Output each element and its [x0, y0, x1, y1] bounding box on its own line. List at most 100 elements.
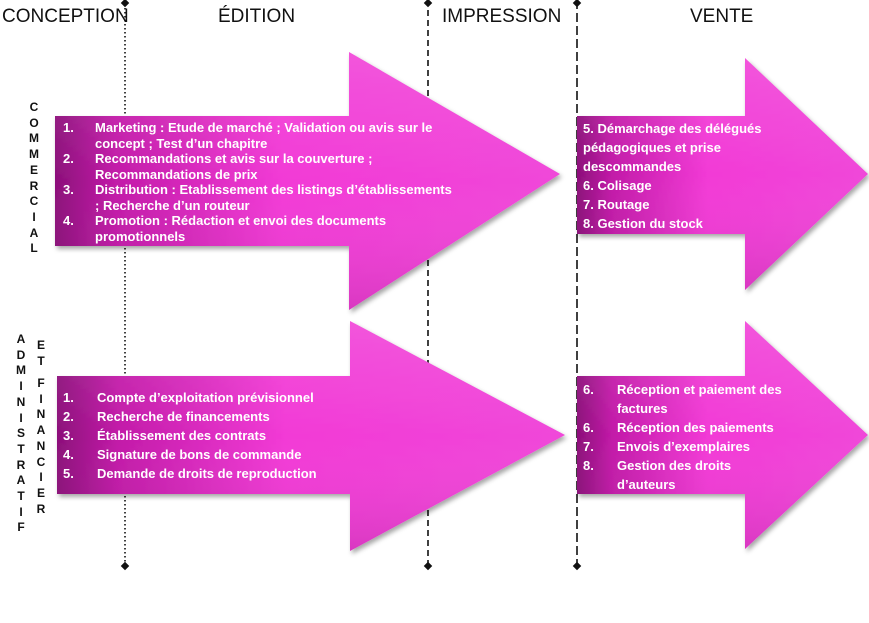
list-item: 4. Promotion : Rédaction et envoi des doc… [63, 213, 458, 244]
list-item-number: 1. [63, 120, 74, 135]
row-label-letter: I [32, 209, 36, 224]
row-label-letter: R [16, 457, 26, 472]
row-label-letter: I [19, 410, 23, 425]
separator-top-diamond [423, 0, 433, 8]
list-item-number: 2. [63, 409, 74, 424]
row-label-commercial: C O M M E R C I A L [27, 100, 41, 257]
row-label-letter: I [19, 379, 23, 394]
admin-vente-list: 6. Réception et paiement des factures 6. R… [583, 380, 783, 494]
row-label-letter: C [29, 194, 39, 209]
list-item-number: 3. [63, 182, 74, 197]
row-label-et: E T [34, 338, 48, 369]
row-label-letter: T [17, 441, 25, 456]
separator-top-diamond [120, 0, 130, 8]
row-label-letter: R [36, 501, 46, 516]
row-label-letter: E [29, 162, 38, 177]
list-item-text: Marketing : Etude de marché ; Validation… [95, 120, 433, 151]
row-label-letter: N [16, 394, 26, 409]
row-label-letter: A [16, 473, 26, 488]
list-item-text: Gestion des droits d’auteurs [617, 458, 732, 492]
list-item-text: Distribution : Etablissement des listing… [95, 182, 452, 213]
row-label-letter: D [16, 347, 26, 362]
list-item-number: 6. [583, 382, 594, 397]
list-item-number: 5. [63, 466, 74, 481]
row-label-letter: T [17, 489, 25, 504]
phase-header-impression: IMPRESSION [442, 6, 562, 27]
row-label-letter: I [19, 504, 23, 519]
list-item-number: 4. [63, 447, 74, 462]
list-item: 6. Réception des paiements [583, 418, 783, 437]
list-item-text: Recommandations et avis sur la couvertur… [95, 151, 373, 182]
row-label-letter: C [29, 100, 39, 114]
separator-top-diamond [572, 0, 582, 8]
admin-edition-list: 1. Compte d’exploitation prévisionnel 2. R… [63, 388, 393, 483]
row-label-letter: M [29, 131, 39, 146]
list-item: 7. Envois d’exemplaires [583, 437, 783, 456]
list-item-text: Réception des paiements [617, 420, 774, 435]
separator-bottom-diamond [423, 561, 433, 571]
arrow-commercial-vente [577, 58, 868, 290]
list-item: 8. Gestion du stock [583, 216, 703, 231]
row-label-letter: M [16, 363, 26, 378]
list-item-number: 1. [63, 390, 74, 405]
row-label-letter: I [39, 391, 43, 406]
list-item-text: Promotion : Rédaction et envoi des docum… [95, 213, 387, 244]
row-label-letter: A [36, 423, 46, 438]
row-label-letter: N [36, 407, 46, 422]
list-item-number: 6. [583, 420, 594, 435]
list-item: 7. Routage [583, 197, 650, 212]
list-item-text: Établissement des contrats [97, 428, 267, 443]
list-item: 8. Gestion des droits d’auteurs [583, 456, 783, 494]
row-label-letter: N [36, 438, 46, 453]
list-item: 2. Recherche de financements [63, 407, 393, 426]
row-label-letter: F [17, 520, 25, 535]
list-item: 6. Réception et paiement des factures [583, 380, 783, 418]
arrow-admin-vente [577, 321, 868, 549]
list-item: 1. Marketing : Etude de marché ; Validati… [63, 120, 458, 151]
row-label-letter: M [29, 147, 39, 162]
row-label-administratif: A D M I N I S T R A T I F [14, 332, 28, 536]
row-label-letter: E [36, 485, 45, 500]
list-item-number: 7. [583, 439, 594, 454]
list-item: 4. Signature de bons de commande [63, 445, 393, 464]
list-item-text: Réception et paiement des factures [617, 382, 782, 416]
row-label-letter: E [36, 338, 45, 352]
list-item-number: 4. [63, 213, 74, 228]
row-label-letter: C [36, 454, 46, 469]
list-item: 3. Distribution : Etablissement des listi… [63, 182, 458, 213]
list-item: 6. Colisage [583, 178, 652, 193]
row-label-letter: F [37, 376, 45, 390]
list-item-text: Envois d’exemplaires [617, 439, 750, 454]
row-label-letter: S [16, 426, 25, 441]
row-label-letter: R [29, 178, 39, 193]
separator-bottom-diamond [120, 561, 130, 571]
row-label-letter: L [30, 241, 38, 256]
arrow-commercial-edition [55, 52, 560, 310]
list-item-text: Recherche de financements [97, 409, 270, 424]
list-item: 5. Demande de droits de reproduction [63, 464, 393, 483]
list-item: 1. Compte d’exploitation prévisionnel [63, 388, 393, 407]
list-item-text: Compte d’exploitation prévisionnel [97, 390, 314, 405]
list-item-text: Signature de bons de commande [97, 447, 302, 462]
commercial-edition-list: 1. Marketing : Etude de marché ; Validati… [63, 120, 458, 244]
arrow-admin-edition [57, 321, 565, 551]
list-item: 2. Recommandations et avis sur la couvert… [63, 151, 458, 182]
row-label-letter: A [29, 225, 39, 240]
commercial-vente-list: 5. Démarchage des délégués pédagogiques … [583, 119, 778, 233]
phase-header-edition: ÉDITION [218, 6, 296, 27]
list-item-number: 3. [63, 428, 74, 443]
list-item-number: 8. [583, 458, 594, 473]
separator-bottom-diamond [572, 561, 582, 571]
row-label-letter: O [29, 115, 39, 130]
phase-header-vente: VENTE [690, 6, 754, 27]
list-item-number: 2. [63, 151, 74, 166]
list-item: 3. Établissement des contrats [63, 426, 393, 445]
row-label-letter: T [37, 353, 45, 368]
row-label-letter: I [39, 470, 43, 485]
list-item: 5. Démarchage des délégués pédagogiques … [583, 121, 762, 174]
phase-header-conception: CONCEPTION [2, 6, 129, 27]
row-label-financier: F I N A N C I E R [34, 376, 48, 517]
row-label-letter: A [16, 332, 26, 346]
list-item-text: Demande de droits de reproduction [97, 466, 317, 481]
